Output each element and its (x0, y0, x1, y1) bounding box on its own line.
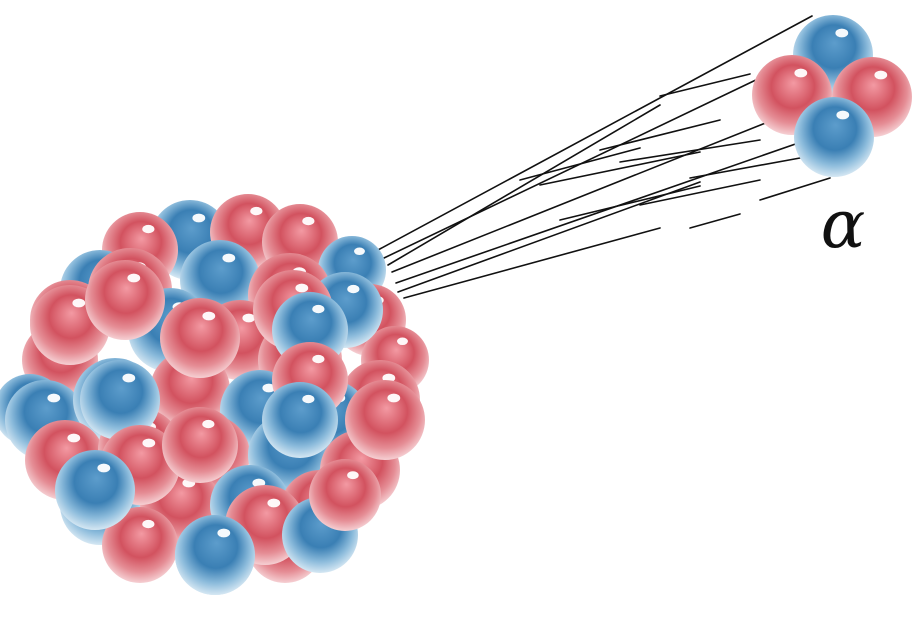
track-line (377, 15, 813, 251)
neutron-sphere (80, 360, 160, 440)
proton-sphere (345, 380, 425, 460)
track-line (689, 157, 801, 179)
track-line (599, 119, 721, 151)
emission-track-lines (377, 15, 831, 299)
alpha-particle (752, 15, 912, 177)
proton-sphere (309, 459, 381, 531)
proton-sphere (160, 298, 240, 378)
track-line (519, 147, 641, 181)
neutron-sphere (262, 382, 338, 458)
track-line (759, 177, 831, 201)
proton-sphere (162, 407, 238, 483)
proton-sphere (102, 507, 178, 583)
track-line (403, 227, 661, 299)
parent-nucleus (0, 194, 429, 595)
neutron-sphere (175, 515, 255, 595)
track-line (639, 179, 761, 206)
track-line (387, 104, 661, 266)
alpha-label: α (820, 186, 866, 263)
track-line (539, 151, 701, 186)
track-line (619, 139, 761, 163)
track-line (659, 73, 751, 97)
track-line (559, 185, 701, 221)
track-line (397, 181, 701, 293)
proton-sphere (85, 260, 165, 340)
track-line (689, 213, 741, 229)
track-line (391, 121, 769, 273)
track-line (383, 77, 761, 259)
neutron-sphere (794, 97, 874, 177)
neutron-sphere (55, 450, 135, 530)
